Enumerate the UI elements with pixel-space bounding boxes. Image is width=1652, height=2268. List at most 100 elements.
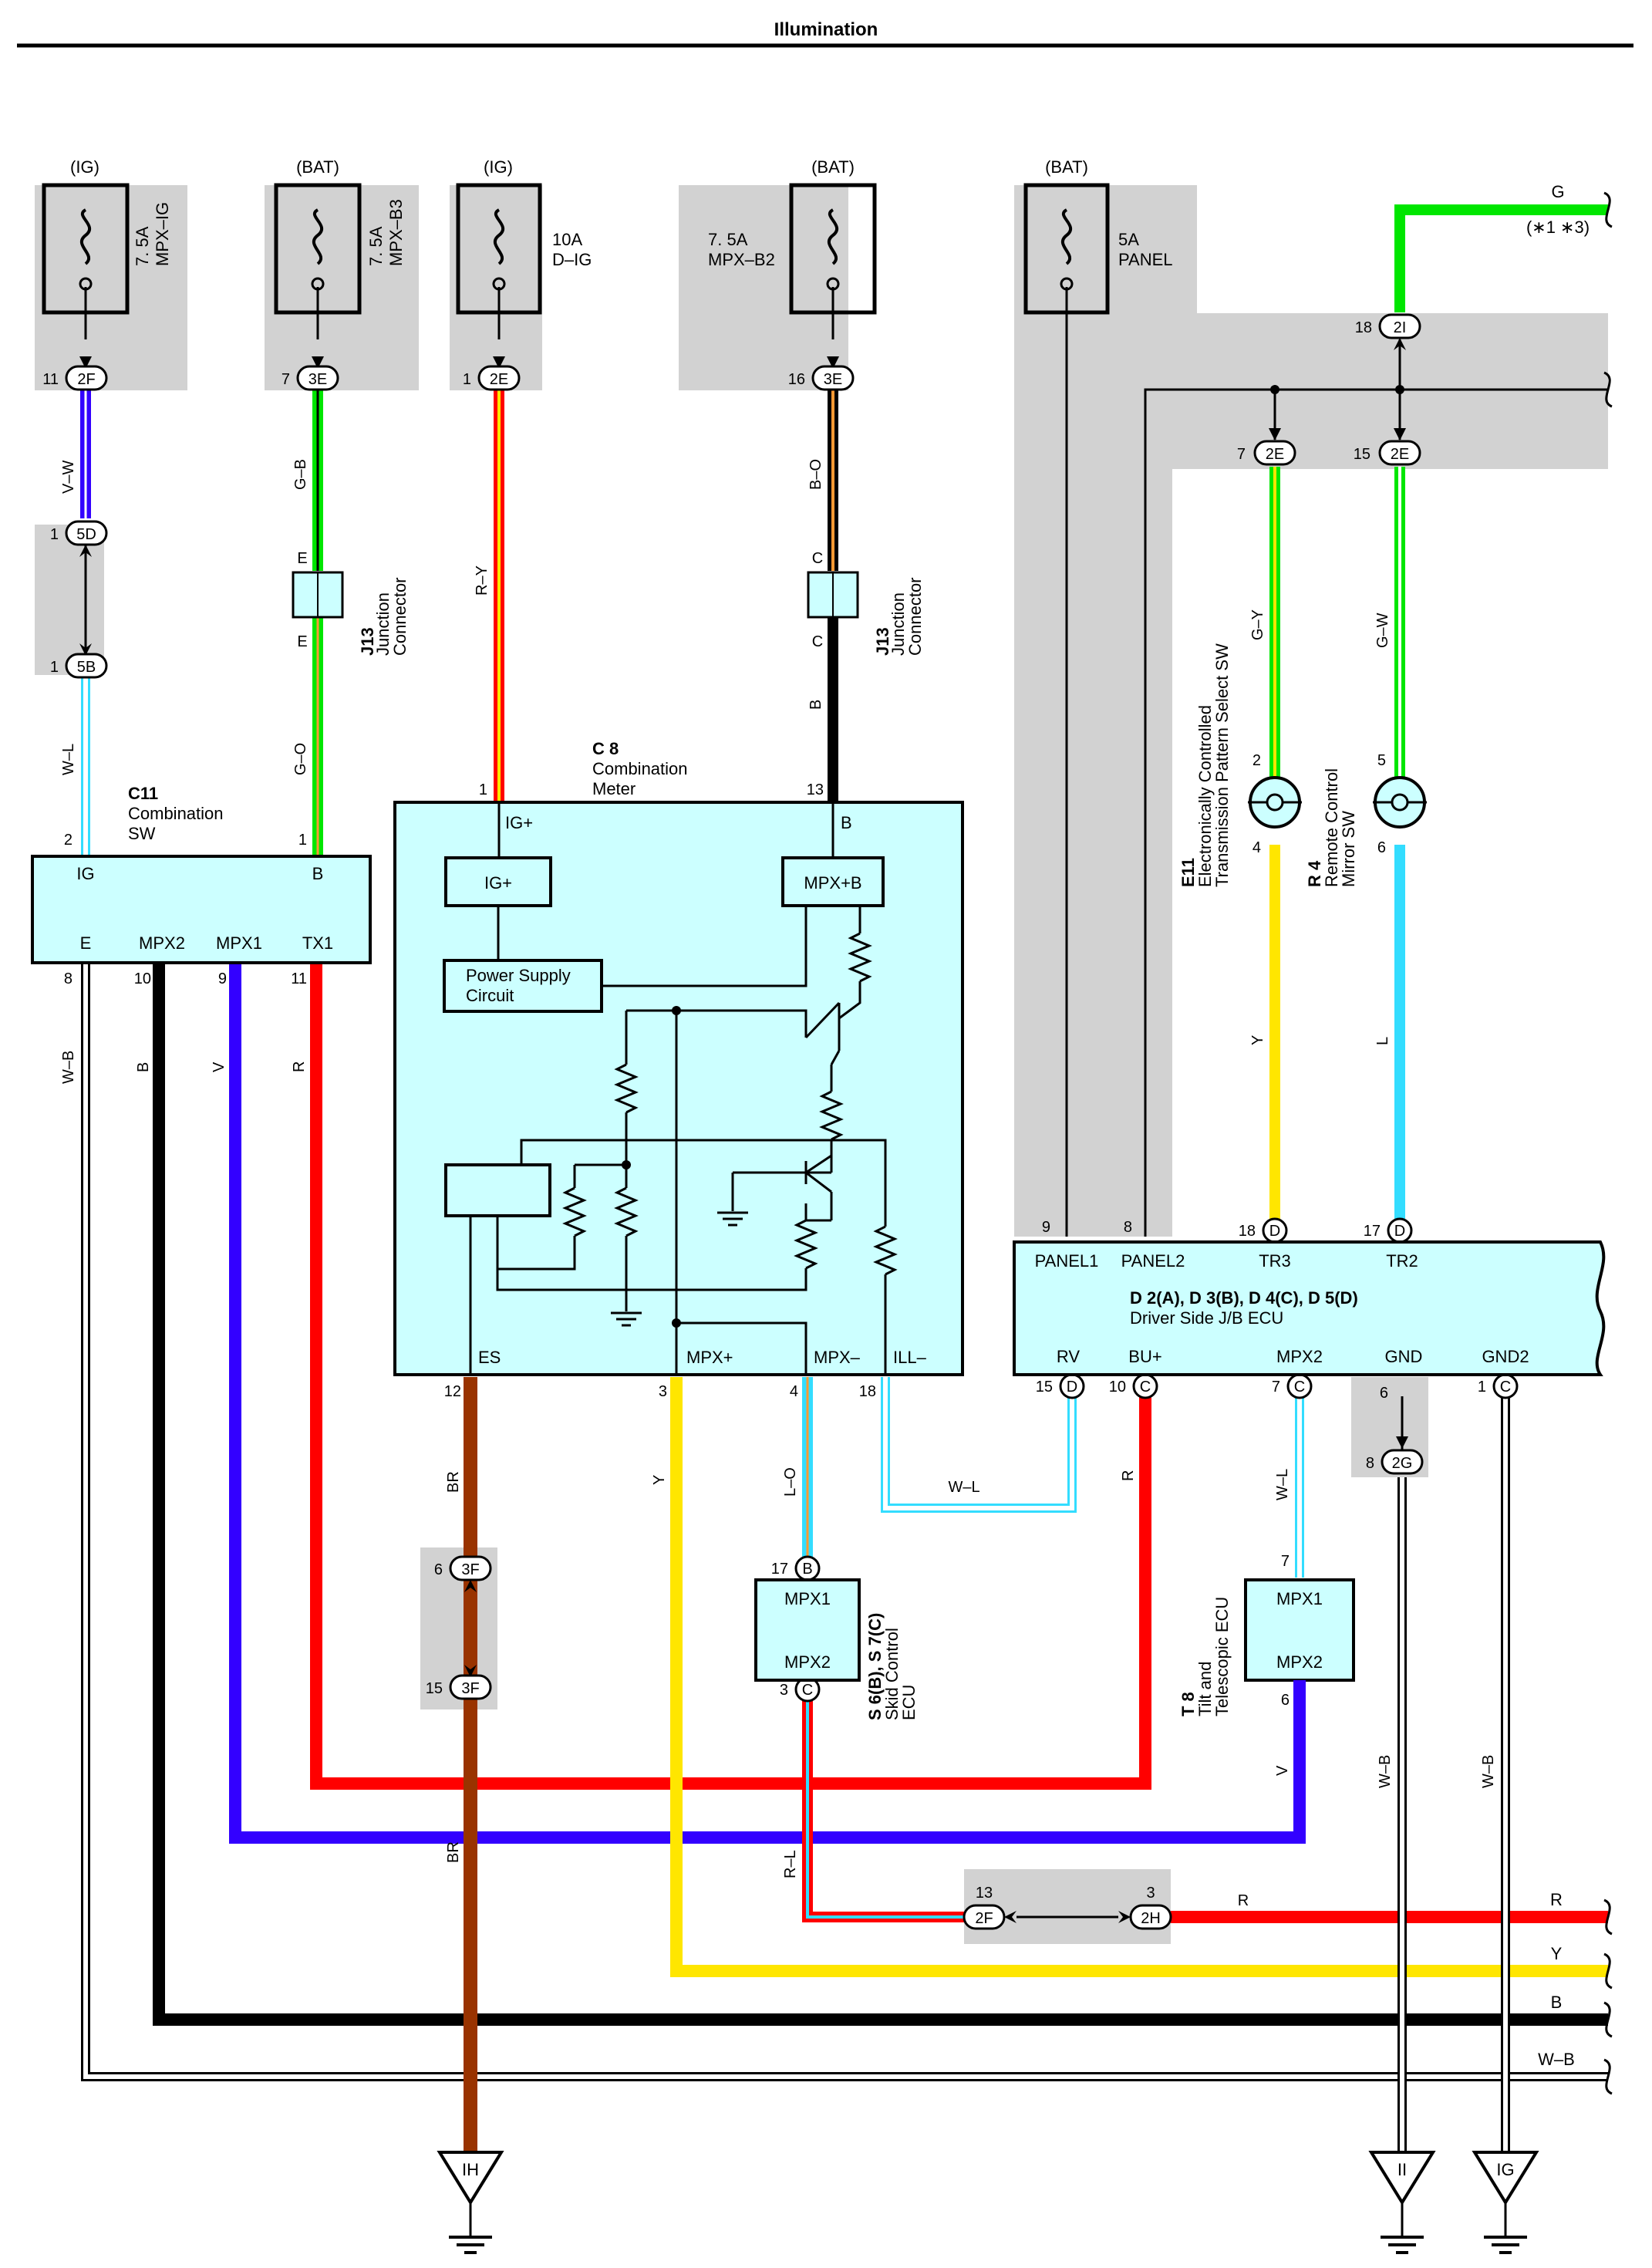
svg-text:IH: IH (462, 2160, 479, 2179)
svg-text:Junction: Junction (373, 592, 393, 656)
connector-2h: 2H 3 (1118, 1885, 1172, 1930)
svg-text:1: 1 (1478, 1379, 1486, 1396)
svg-text:D–IG: D–IG (552, 250, 592, 269)
connector-2f-top: 2F 11 (42, 356, 108, 391)
svg-text:6: 6 (1377, 839, 1386, 856)
svg-text:PANEL1: PANEL1 (1035, 1251, 1099, 1271)
svg-text:PANEL2: PANEL2 (1121, 1251, 1185, 1271)
svg-text:SW: SW (128, 824, 156, 843)
svg-text:BR: BR (445, 1841, 462, 1863)
svg-text:15: 15 (426, 1680, 443, 1697)
junction-j13-right: C C J13 Junction Connector (807, 550, 925, 656)
svg-text:7. 5A: 7. 5A (366, 226, 386, 266)
svg-text:3E: 3E (308, 371, 327, 388)
svg-text:GND: GND (1385, 1347, 1423, 1366)
svg-text:C11: C11 (128, 784, 158, 803)
svg-text:3: 3 (1146, 1885, 1155, 1902)
svg-text:RV: RV (1057, 1347, 1080, 1366)
driver-side-jb-ecu: 9 8 PANEL1 PANEL2 TR3 TR2 D 2(A), D 3(B)… (1013, 1219, 1606, 1402)
svg-text:7: 7 (1272, 1379, 1280, 1396)
svg-text:3: 3 (659, 1383, 667, 1400)
svg-text:BR: BR (445, 1471, 462, 1493)
junction-j13-left: E E J13 Junction Connector (292, 550, 410, 656)
svg-text:L–O: L–O (782, 1467, 799, 1497)
wire-b-bus (153, 964, 1608, 2026)
pin-c-skid: C 3 (780, 1676, 821, 1703)
svg-text:MPX2: MPX2 (139, 933, 185, 953)
svg-text:7. 5A: 7. 5A (133, 226, 152, 266)
svg-text:Telescopic ECU: Telescopic ECU (1212, 1597, 1232, 1716)
svg-text:ECU: ECU (899, 1685, 919, 1720)
wire-r-l (802, 1701, 964, 1922)
connector-2e-a: 2E 7 (1237, 428, 1296, 466)
svg-text:IG: IG (76, 864, 94, 883)
svg-text:MPX1: MPX1 (216, 933, 262, 953)
svg-text:9: 9 (1042, 1219, 1050, 1236)
connector-3e-right: 3E 16 (788, 356, 855, 391)
ground-ig: IG (1472, 2151, 1539, 2254)
svg-text:3F: 3F (461, 1561, 479, 1578)
svg-text:MPX1: MPX1 (1276, 1589, 1323, 1608)
svg-text:Connector: Connector (905, 577, 925, 656)
svg-text:8: 8 (1124, 1219, 1132, 1236)
switch-r4: 5 6 R 4 Remote Control Mirror SW (1305, 752, 1427, 887)
svg-text:1: 1 (479, 781, 487, 798)
svg-text:B: B (135, 1062, 152, 1072)
svg-text:R 4: R 4 (1305, 860, 1324, 887)
svg-text:Y: Y (1249, 1035, 1266, 1045)
svg-text:2H: 2H (1141, 1910, 1161, 1927)
pin-d15: D 15 (1036, 1373, 1085, 1399)
svg-text:G–B: G–B (292, 459, 309, 490)
svg-text:MPX+: MPX+ (686, 1348, 733, 1367)
page-title: Illumination (774, 19, 878, 40)
svg-text:MPX–IG: MPX–IG (153, 202, 172, 266)
connectors: 2F 11 3E 7 2E 1 3E 16 5D 1 (42, 313, 1519, 1930)
svg-text:2I: 2I (1394, 319, 1407, 336)
svg-text:3E: 3E (824, 371, 842, 388)
pin-c10: C 10 (1109, 1373, 1158, 1399)
svg-text:5: 5 (1377, 752, 1386, 769)
svg-text:2E: 2E (1391, 446, 1409, 463)
svg-text:2E: 2E (1266, 446, 1284, 463)
svg-text:D: D (1269, 1223, 1280, 1240)
svg-text:C: C (1294, 1379, 1305, 1396)
svg-text:18: 18 (1239, 1223, 1256, 1240)
svg-text:MPX+B: MPX+B (804, 873, 861, 893)
svg-text:TX1: TX1 (302, 933, 333, 953)
right-bus-labels: R Y B W–B (1538, 1890, 1575, 2069)
svg-text:16: 16 (788, 371, 805, 388)
svg-text:Meter: Meter (592, 779, 636, 798)
svg-text:7. 5A: 7. 5A (708, 230, 748, 249)
pin-d17: D 17 (1364, 1217, 1413, 1244)
svg-text:17: 17 (1364, 1223, 1381, 1240)
connector-2e-b: 2E 15 (1354, 428, 1421, 466)
svg-text:R: R (1550, 1890, 1563, 1909)
wire-g-top (1394, 204, 1608, 312)
svg-text:IG: IG (1496, 2160, 1514, 2179)
svg-text:II: II (1397, 2160, 1407, 2179)
svg-text:7: 7 (1237, 446, 1246, 463)
svg-text:1: 1 (298, 832, 307, 849)
svg-text:C: C (812, 633, 823, 650)
connector-3f-bottom: 3F 15 (426, 1665, 492, 1700)
svg-text:T 8: T 8 (1178, 1692, 1198, 1716)
combination-sw-c11: C11 Combination SW IG B E MPX2 MPX1 TX1 … (31, 784, 372, 987)
svg-text:ILL–: ILL– (893, 1348, 927, 1367)
svg-text:C: C (802, 1682, 813, 1699)
svg-text:PANEL: PANEL (1118, 250, 1173, 269)
svg-text:J13: J13 (358, 627, 377, 656)
svg-text:C: C (1500, 1379, 1511, 1396)
svg-text:W–L: W–L (60, 744, 77, 775)
gray-regions (35, 185, 1608, 1944)
svg-text:1: 1 (50, 659, 59, 676)
svg-text:11: 11 (42, 371, 59, 388)
svg-text:C 8: C 8 (592, 739, 619, 758)
svg-text:L: L (1374, 1037, 1391, 1045)
svg-text:S 6(B), S 7(C): S 6(B), S 7(C) (865, 1613, 885, 1720)
svg-text:TR2: TR2 (1386, 1251, 1418, 1271)
svg-text:B: B (807, 700, 824, 710)
svg-text:V: V (211, 1061, 228, 1072)
combination-meter-c8: C 8 Combination Meter 1 13 IG+ B IG+ MPX… (393, 739, 964, 1400)
svg-text:D: D (1067, 1379, 1077, 1396)
svg-text:R: R (1120, 1470, 1137, 1481)
